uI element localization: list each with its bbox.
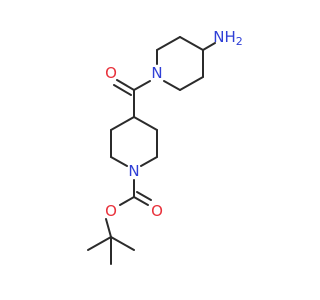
bond-carbamate-c-o-single: [119, 196, 135, 206]
bond-tbu-me3: [110, 236, 135, 251]
bond-n1-c6-lower: [140, 156, 158, 167]
bond-carbonyl-oxygen-a: [116, 79, 135, 91]
upper-piperidine-ring: [156, 36, 216, 91]
bond-carbamate-c-o-double-a: [133, 196, 149, 206]
atom-labels: NH2 N O N O O: [105, 28, 243, 220]
bond-tbu-me1: [87, 236, 112, 251]
bond-c4-nh2: [202, 42, 216, 51]
carbamate-carbonyl-oxygen-label: O: [151, 202, 163, 220]
bond-c3-c4-upper: [179, 36, 204, 51]
amide-oxygen-label: O: [105, 64, 117, 82]
bond-c2-n1-lower: [110, 156, 128, 167]
bond-ester-o-tbu: [105, 218, 112, 238]
bond-c2-c3-upper: [156, 36, 181, 51]
bond-n1-carbonyl: [133, 80, 151, 91]
bond-c5-c4-lower: [133, 116, 158, 131]
bond-c5-c6-upper: [179, 76, 204, 91]
bond-c4-c3-lower: [110, 116, 135, 131]
bond-carbamate-c-o-double-b: [136, 191, 152, 201]
amide-linker: [113, 79, 151, 118]
lower-piperidine-ring: [110, 116, 158, 167]
lower-ring-nitrogen-label: N: [128, 162, 139, 180]
bond-carbonyl-oxygen-b: [113, 84, 132, 96]
upper-ring-nitrogen-label: N: [151, 64, 162, 82]
boc-group: [87, 179, 152, 265]
amine-nh2-label: NH2: [213, 28, 243, 48]
structure-diagram: NH2 N O N O O: [87, 28, 243, 265]
bond-c6-n1-upper: [163, 80, 181, 91]
carbamate-ester-oxygen-label: O: [105, 202, 117, 220]
